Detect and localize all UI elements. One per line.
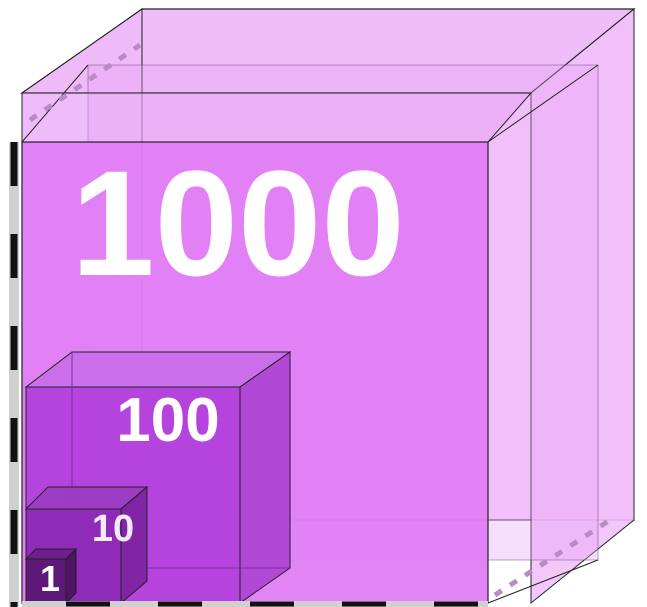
- cube-1-right-face: [66, 549, 76, 603]
- horizontal-ruler: [22, 601, 488, 607]
- cube-10-label: 10: [92, 508, 134, 550]
- cube-1: 1: [26, 549, 76, 603]
- vertical-ruler: [9, 142, 19, 607]
- cube-1000-front-top-face: [22, 93, 531, 142]
- cube-1-label: 1: [40, 558, 60, 599]
- cube-100-right-face: [240, 352, 290, 603]
- cube-100-label: 100: [116, 386, 219, 455]
- cube-1000-label: 1000: [71, 139, 405, 307]
